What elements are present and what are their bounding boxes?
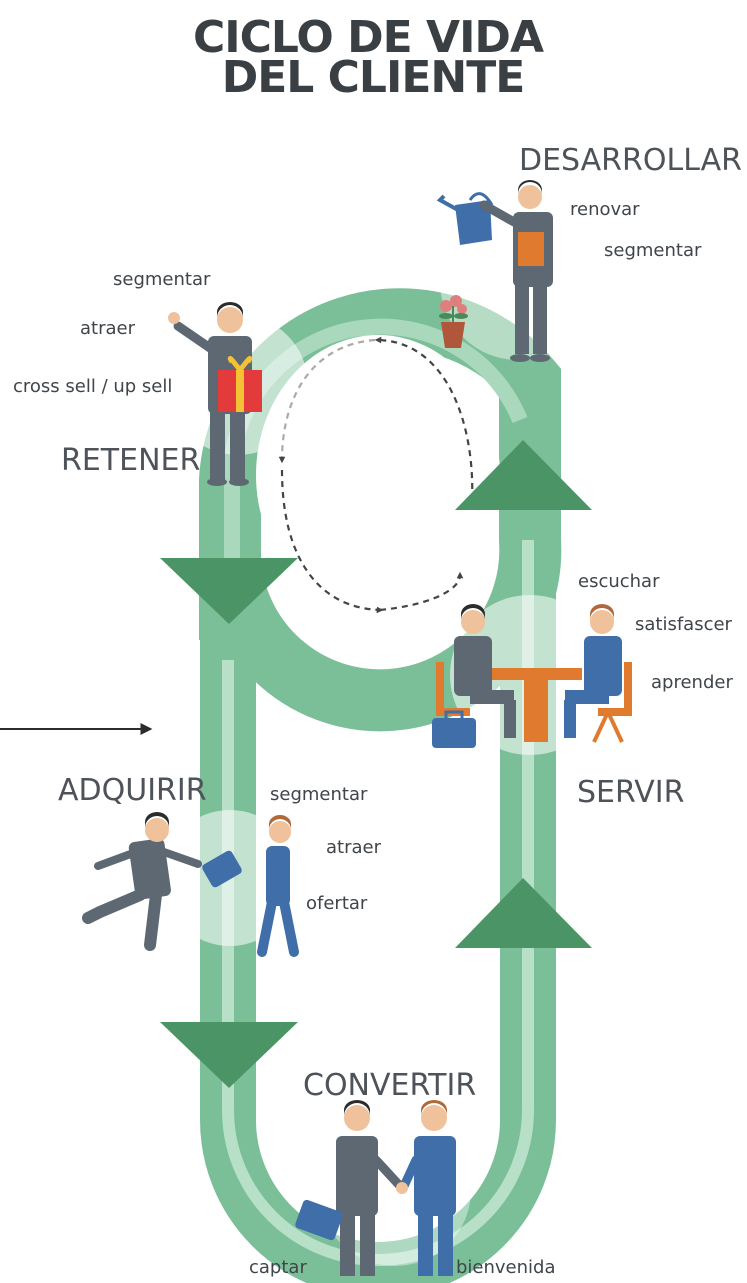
stage-label-adquirir: ADQUIRIR [58,773,207,808]
arrow-up-lower [455,878,592,948]
briefcase-icon [202,850,242,888]
cycle-arrow-icon [278,336,474,614]
convertir-activity-2: bienvenida [456,1257,556,1278]
desarrollar-activity-1: renovar [570,199,640,220]
title-line-1: CICLO DE VIDA [193,12,544,63]
adquirir-activity-2: atraer [326,837,382,858]
watering-can-icon [436,192,494,245]
adquirir-activity-1: segmentar [270,784,368,805]
lower-u-track [200,520,556,1283]
desarrollar-figure [436,180,553,362]
arrow-up-upper [455,440,592,510]
briefcase-icon [295,1199,343,1241]
retener-activity-3: cross sell / up sell [13,376,172,397]
servir-figure [432,604,632,748]
servir-activity-2: satisfascer [635,614,733,635]
stage-label-servir: SERVIR [577,775,684,810]
retener-figure [168,302,262,486]
stage-label-retener: RETENER [61,443,200,478]
stage-label-desarrollar: DESARROLLAR [519,143,742,178]
stage-label-convertir: CONVERTIR [303,1068,476,1103]
arrow-down-upper [160,558,298,624]
convertir-activity-1: captar [249,1257,307,1278]
desarrollar-activity-2: segmentar [604,240,702,261]
briefcase-icon [432,710,476,748]
table-icon [492,668,582,742]
retener-activity-1: segmentar [113,269,211,290]
gift-box-icon [218,355,262,412]
adquirir-figure [82,812,299,957]
retener-activity-2: atraer [80,318,136,339]
servir-activity-1: escuchar [578,571,660,592]
flower-pot-icon [439,295,468,348]
title-line-2: DEL CLIENTE [222,52,525,103]
arrow-down-lower [160,1022,298,1088]
adquirir-activity-3: ofertar [306,893,368,914]
convertir-figure [295,1100,456,1276]
servir-activity-3: aprender [651,672,733,693]
inner-oval [256,335,500,615]
